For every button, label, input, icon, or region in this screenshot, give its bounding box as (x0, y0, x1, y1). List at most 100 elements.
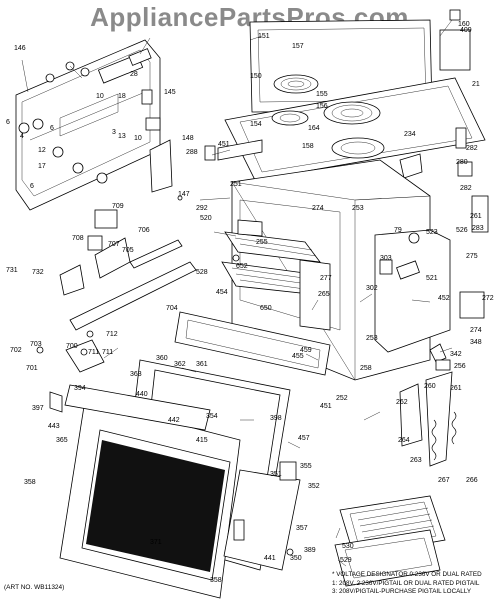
part-number-label: 360 (156, 355, 168, 362)
part-number-label: 283 (472, 225, 484, 232)
part-number-label: 288 (186, 149, 198, 156)
part-number-label: 261 (450, 385, 462, 392)
control-knobs (18, 61, 108, 184)
part-number-label: 253 (366, 335, 378, 342)
part-number-label: 10 (96, 93, 104, 100)
small-hardware (177, 9, 461, 556)
part-number-label: 711 (88, 349, 99, 356)
part-number-label: 146 (14, 45, 26, 52)
part-number-label: 526 (456, 227, 468, 234)
part-number-label: 147 (178, 191, 190, 198)
part-number-label: 451 (218, 141, 230, 148)
side-panel (374, 229, 485, 467)
part-number-label: 12 (38, 147, 46, 154)
part-number-label: 155 (316, 91, 328, 98)
part-number-label: 266 (466, 477, 478, 484)
part-number-label: 262 (396, 399, 408, 406)
part-number-label: 267 (438, 477, 450, 484)
part-number-label: 303 (380, 255, 392, 262)
part-number-label: 520 (200, 215, 212, 222)
leader-lines (21, 19, 453, 567)
part-number-label: 6 (50, 125, 54, 132)
part-number-label: 521 (426, 275, 438, 282)
part-number-label: 394 (74, 385, 86, 392)
part-number-label: 358 (24, 479, 36, 486)
part-number-label: 28 (130, 71, 138, 78)
part-number-label: 156 (316, 103, 328, 110)
part-number-label: 292 (196, 205, 208, 212)
part-number-label: 150 (250, 73, 262, 80)
part-number-label: 18 (118, 93, 126, 100)
part-number-label: 398 (270, 415, 282, 422)
part-number-label: 272 (482, 295, 494, 302)
part-number-label: 274 (470, 327, 482, 334)
voltage-note-line-3: 3: 208V/PIGTAIL-PURCHASE PIGTAIL LOCALLY (332, 588, 472, 595)
broiler-pan (334, 495, 446, 587)
part-number-label: 365 (56, 437, 68, 444)
part-number-label: 440 (136, 391, 148, 398)
part-number-label: 389 (304, 547, 316, 554)
surface-burners (271, 74, 385, 159)
part-number-label: 13 (118, 133, 126, 140)
part-number-label: 711 (102, 349, 113, 356)
part-number-label: 160 (458, 21, 470, 28)
part-number-label: 523 (426, 229, 438, 236)
part-number-label: 702 (10, 347, 22, 354)
part-number-label: 17 (38, 163, 46, 170)
part-number-label: 158 (302, 143, 314, 150)
part-number-label: 455 (292, 353, 304, 360)
part-number-label: 234 (404, 131, 416, 138)
part-number-label: 701 (26, 365, 38, 372)
part-number-label: 277 (320, 275, 332, 282)
part-number-label: 351 (270, 471, 282, 478)
voltage-note-line-2: 1: 208V, 2:236V/PIGTAIL OR DUAL RATED PI… (332, 579, 480, 587)
part-number-label: 154 (250, 121, 262, 128)
part-number-label: 4 (20, 133, 24, 140)
part-number-label: 252 (336, 395, 348, 402)
part-number-label: 151 (258, 33, 270, 40)
part-number-label: 451 (320, 403, 332, 410)
part-number-label: 342 (450, 351, 462, 358)
part-number-label: 457 (298, 435, 310, 442)
part-number-label: 371 (150, 539, 162, 546)
part-number-label: 443 (48, 423, 60, 430)
part-number-label: 265 (318, 291, 330, 298)
part-number-label: 258 (360, 365, 372, 372)
part-number-label: 650 (260, 305, 272, 312)
part-number-label: 251 (230, 181, 242, 188)
part-number-label: 712 (106, 331, 118, 338)
part-number-label: 732 (32, 269, 44, 276)
part-number-label: 6 (30, 183, 34, 190)
part-number-label: 253 (352, 205, 364, 212)
part-number-label: 415 (196, 437, 208, 444)
part-number-label: 260 (424, 383, 436, 390)
part-number-label: 700 (66, 343, 78, 350)
part-number-label: 530 (342, 543, 354, 550)
part-number-label: 261 (470, 213, 482, 220)
part-number-label: 3 (112, 129, 116, 136)
part-number-label: 255 (256, 239, 268, 246)
oven-door (49, 311, 331, 599)
part-number-label: 709 (112, 203, 124, 210)
part-number-label: 348 (470, 339, 482, 346)
part-number-label: 704 (166, 305, 178, 312)
part-number-label: 708 (72, 235, 84, 242)
part-number-label: 357 (296, 525, 308, 532)
part-number-label: 302 (366, 285, 378, 292)
part-number-label: 263 (410, 457, 422, 464)
voltage-note: * VOLTAGE DESIGNATOR 0:236V OR DUAL RATE… (332, 571, 482, 597)
part-number-label: 79 (394, 227, 402, 234)
part-number-label: 452 (438, 295, 450, 302)
part-number-label: 361 (196, 361, 208, 368)
part-number-label: 354 (206, 413, 218, 420)
part-number-label: 274 (312, 205, 324, 212)
part-number-label: 280 (456, 159, 468, 166)
part-number-label: 355 (300, 463, 312, 470)
part-number-label: 352 (308, 483, 320, 490)
part-number-label: 145 (164, 89, 176, 96)
part-number-label: 731 (6, 267, 18, 274)
drawer-rails (36, 209, 197, 373)
